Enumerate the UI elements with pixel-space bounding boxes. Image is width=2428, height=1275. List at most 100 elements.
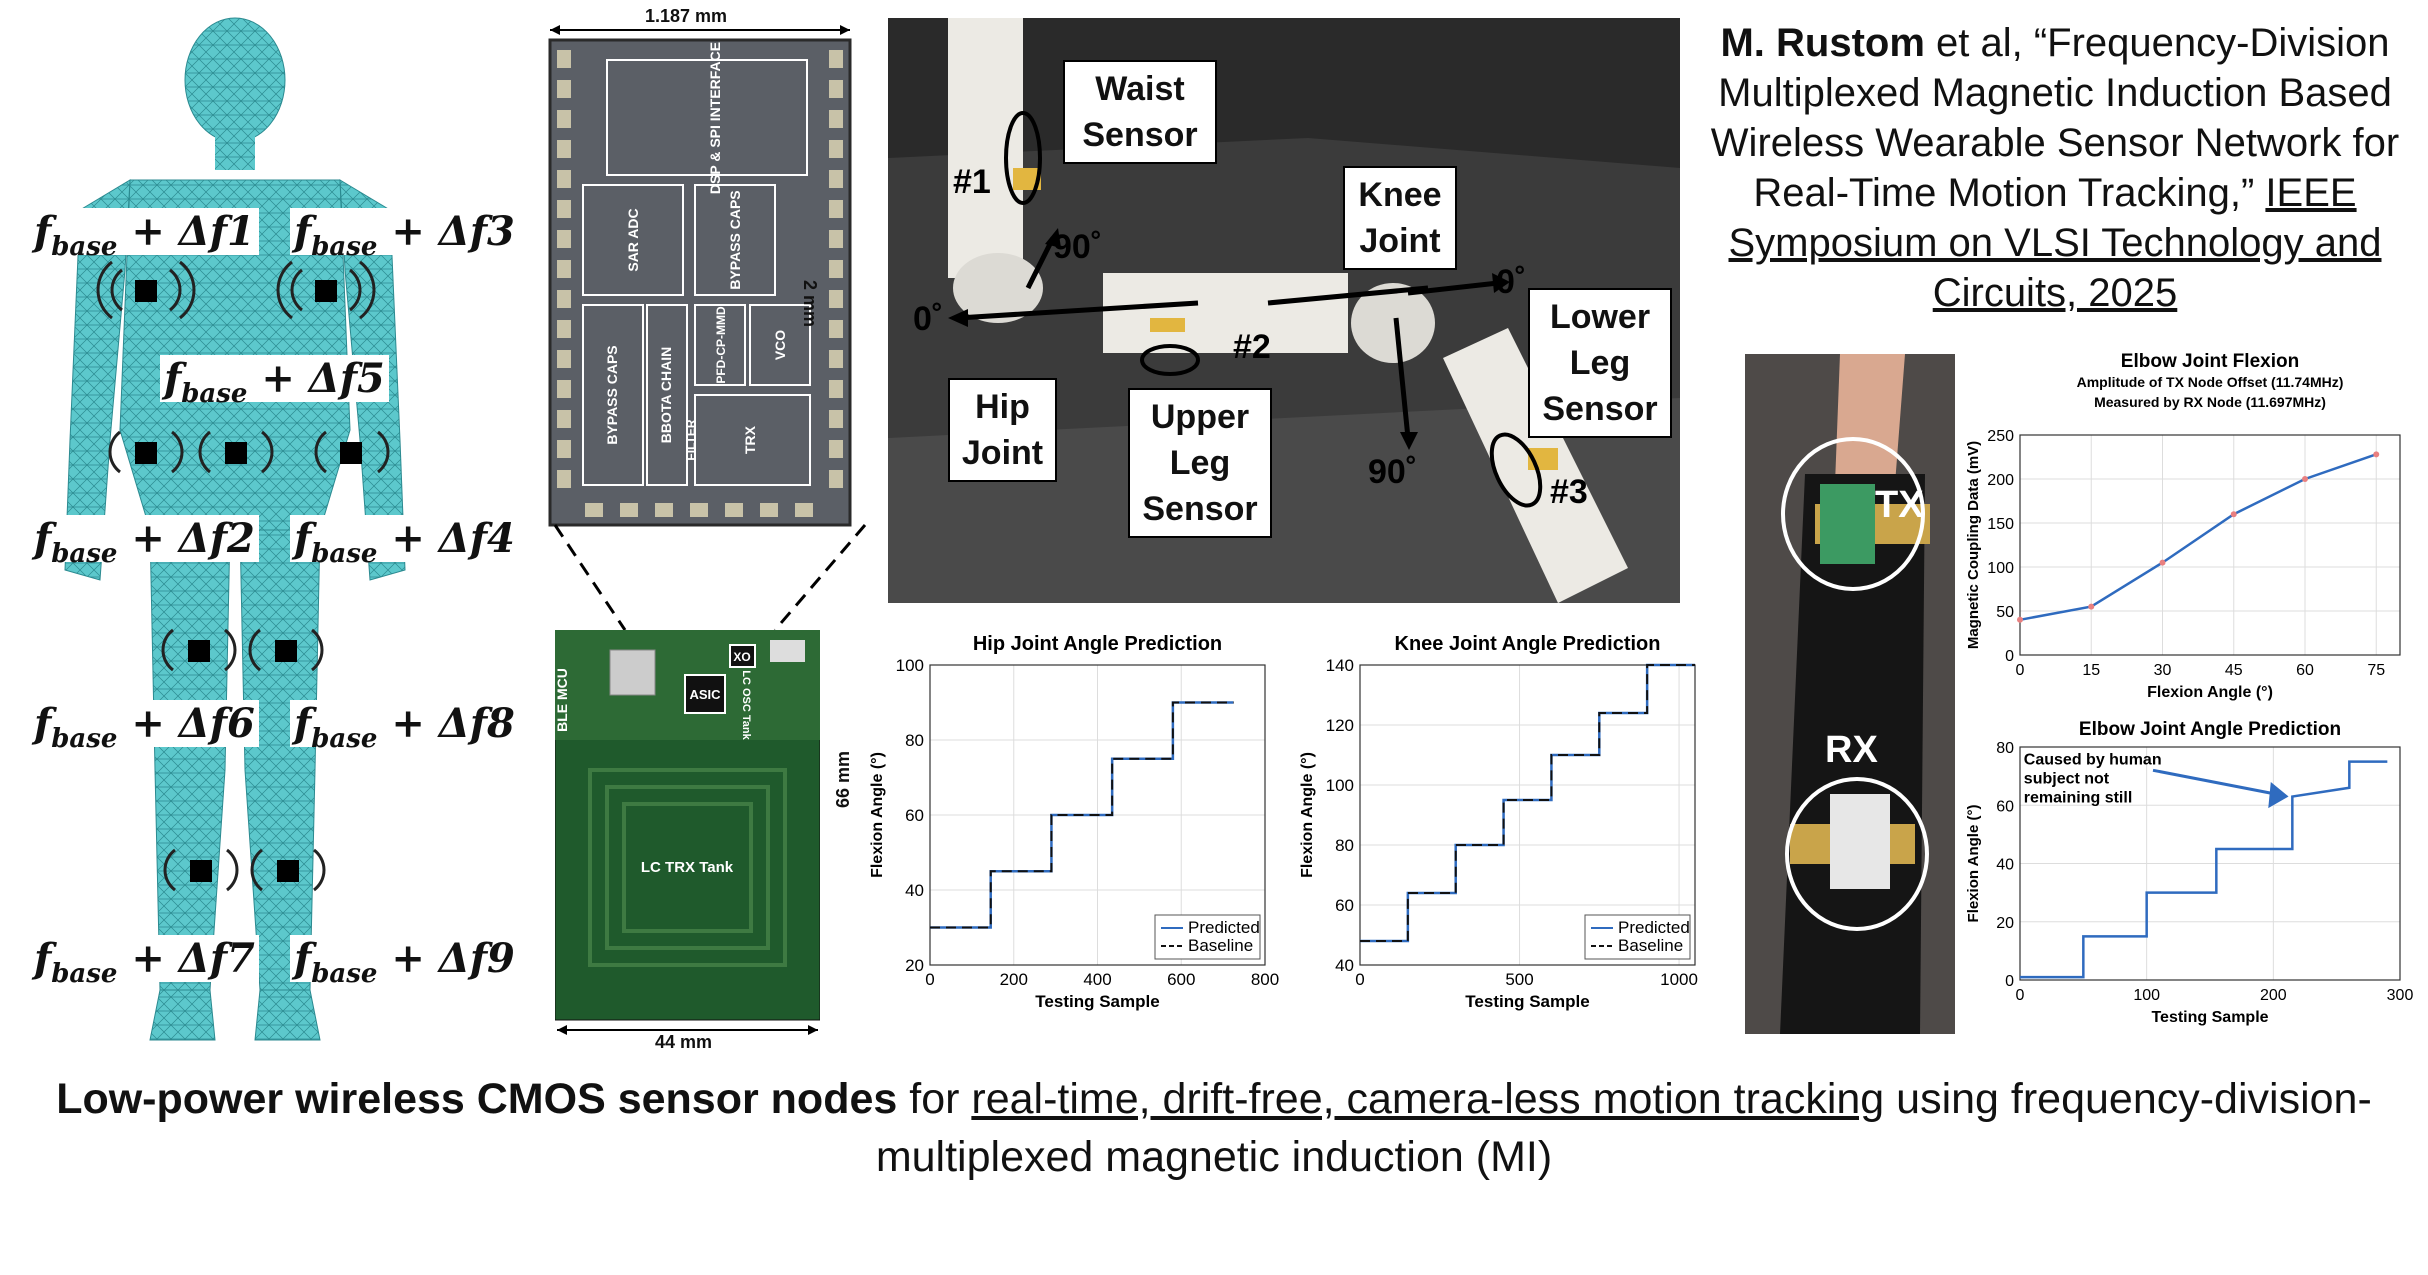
x-tick-label: 0 [925,970,934,989]
svg-text:VCO: VCO [772,330,788,360]
x-tick-label: 45 [2225,662,2243,679]
y-tick-label: 20 [1996,915,2014,932]
annotation-arrow [2152,768,2274,796]
svg-text:SAR ADC: SAR ADC [625,208,641,271]
data-point [2088,603,2095,610]
caption-underlined: real-time, drift-free, camera-less motio… [971,1075,1885,1123]
series-line-predicted [1360,663,1695,943]
y-tick-label: 200 [1987,472,2014,489]
zoom-lines [553,524,867,631]
svg-text:DSP & SPI INTERFACE: DSP & SPI INTERFACE [707,42,723,194]
data-point [2159,559,2166,566]
label-lower-leg-sensor: Lower Leg Sensor [1528,288,1672,438]
annotation-text: subject not [2024,770,2110,787]
svg-text:FILTER: FILTER [684,419,698,460]
reference-citation: M. Rustom et al, “Frequency-Division Mul… [1690,18,2420,318]
tag-knee-90: 90˚ [1368,453,1418,491]
x-tick-label: 15 [2082,662,2100,679]
arm-photo: TX RX [1745,354,1955,1034]
x-axis-label: Testing Sample [1035,992,1159,1011]
chip-die-figure: DSP & SPI INTERFACE SAR ADC BYPASS CAPS … [548,25,852,527]
x-tick-label: 300 [2387,987,2414,1004]
tag-hip-90: 90˚ [1053,228,1103,266]
y-tick-label: 80 [905,731,924,750]
chart-title: Knee Joint Angle Prediction [1395,633,1661,655]
chart-title: Elbow Joint Flexion [2121,351,2299,372]
freq-label-9: fbase + Δf9 [290,935,519,989]
chart-title: Elbow Joint Angle Prediction [2079,719,2341,740]
y-axis-label: Flexion Angle (°) [1965,805,1982,923]
data-point [2017,616,2023,623]
sensor-node-markers [135,280,362,882]
y-tick-label: 250 [1987,428,2014,445]
data-point [2302,476,2308,482]
pcb-height-label: 66 mm [833,750,853,808]
chart-subtitle-2: Measured by RX Node (11.697MHz) [2094,394,2326,410]
series-line-data [2020,760,2388,979]
tag-sensor-2: #2 [1233,328,1271,366]
y-tick-label: 150 [1987,516,2014,533]
data-point [2230,511,2237,518]
freq-label-2: fbase + Δf2 [30,515,259,569]
series-line-baseline [930,701,1234,929]
label-waist-sensor: Waist Sensor [1063,60,1217,164]
x-tick-label: 1000 [1660,970,1698,989]
legend-label: Baseline [1618,936,1683,955]
y-tick-label: 0 [2005,648,2014,665]
y-tick-label: 140 [1326,656,1354,675]
y-tick-label: 40 [1996,857,2014,874]
chart-title: Hip Joint Angle Prediction [973,633,1222,655]
body-mesh-panel: fbase + Δf1 fbase + Δf3 fbase + Δf5 fbas… [10,10,519,1050]
data-point [2373,451,2380,458]
y-tick-label: 40 [1335,956,1354,975]
svg-text:TRX: TRX [742,425,758,454]
svg-text:PFD-CP-MMD: PFD-CP-MMD [714,306,728,384]
pcb-figure: BLE MCU ASIC XO LC OSC Tank LC TRX Tank [554,629,821,1021]
legend-label: Predicted [1188,918,1260,937]
x-tick-label: 800 [1251,970,1279,989]
svg-text:BYPASS CAPS: BYPASS CAPS [604,345,620,444]
rx-label: RX [1825,729,1878,771]
x-tick-label: 400 [1083,970,1111,989]
annotation-arrowhead [2268,781,2289,809]
x-tick-label: 100 [2133,987,2160,1004]
tx-label: TX [1875,484,1924,526]
figure-caption: Low-power wireless CMOS sensor nodes for… [0,1070,2428,1186]
tag-hip-0: 0˚ [913,300,944,338]
y-axis-label: Flexion Angle (°) [1299,752,1316,878]
svg-text:BLE MCU: BLE MCU [555,668,570,732]
svg-text:LC TRX Tank: LC TRX Tank [641,859,734,876]
x-tick-label: 75 [2367,662,2385,679]
tag-sensor-3: #3 [1550,473,1588,511]
y-tick-label: 60 [905,806,924,825]
label-knee-joint: Knee Joint [1343,166,1457,270]
plot-frame [2019,434,2401,656]
y-axis-label: Magnetic Coupling Data (mV) [1965,441,1982,649]
legend-box [1154,914,1261,960]
chart-subtitle-1: Amplitude of TX Node Offset (11.74MHz) [2077,374,2344,390]
y-axis-label: Flexion Angle (°) [869,752,886,878]
author-name: M. Rustom [1720,21,1925,65]
svg-text:BBOTA CHAIN: BBOTA CHAIN [658,347,674,443]
x-tick-label: 60 [2296,662,2314,679]
x-tick-label: 0 [2016,662,2025,679]
chip-height-label: 2 mm [800,280,820,328]
freq-label-4: fbase + Δf4 [290,515,519,569]
y-tick-label: 0 [2005,973,2014,990]
y-tick-label: 100 [896,656,924,675]
leg-rig-photo: Waist Sensor Knee Joint Lower Leg Sensor… [888,18,1680,603]
tag-sensor-1: #1 [953,163,991,201]
caption-end: using frequency-division-multiplexed mag… [875,1075,2372,1181]
x-axis-label: Testing Sample [1465,992,1589,1011]
venue-link[interactable]: IEEE Symposium on VLSI Technology and Ci… [1728,171,2382,315]
freq-label-7: fbase + Δf7 [30,935,259,989]
y-tick-label: 60 [1996,798,2014,815]
svg-text:LC OSC Tank: LC OSC Tank [740,670,752,740]
annotation-text: remaining still [2024,789,2132,806]
series-line-baseline [1360,664,1695,942]
mi-wave-arcs [96,260,390,892]
freq-label-8: fbase + Δf8 [290,700,519,754]
x-tick-label: 0 [1355,970,1364,989]
x-tick-label: 500 [1505,970,1533,989]
